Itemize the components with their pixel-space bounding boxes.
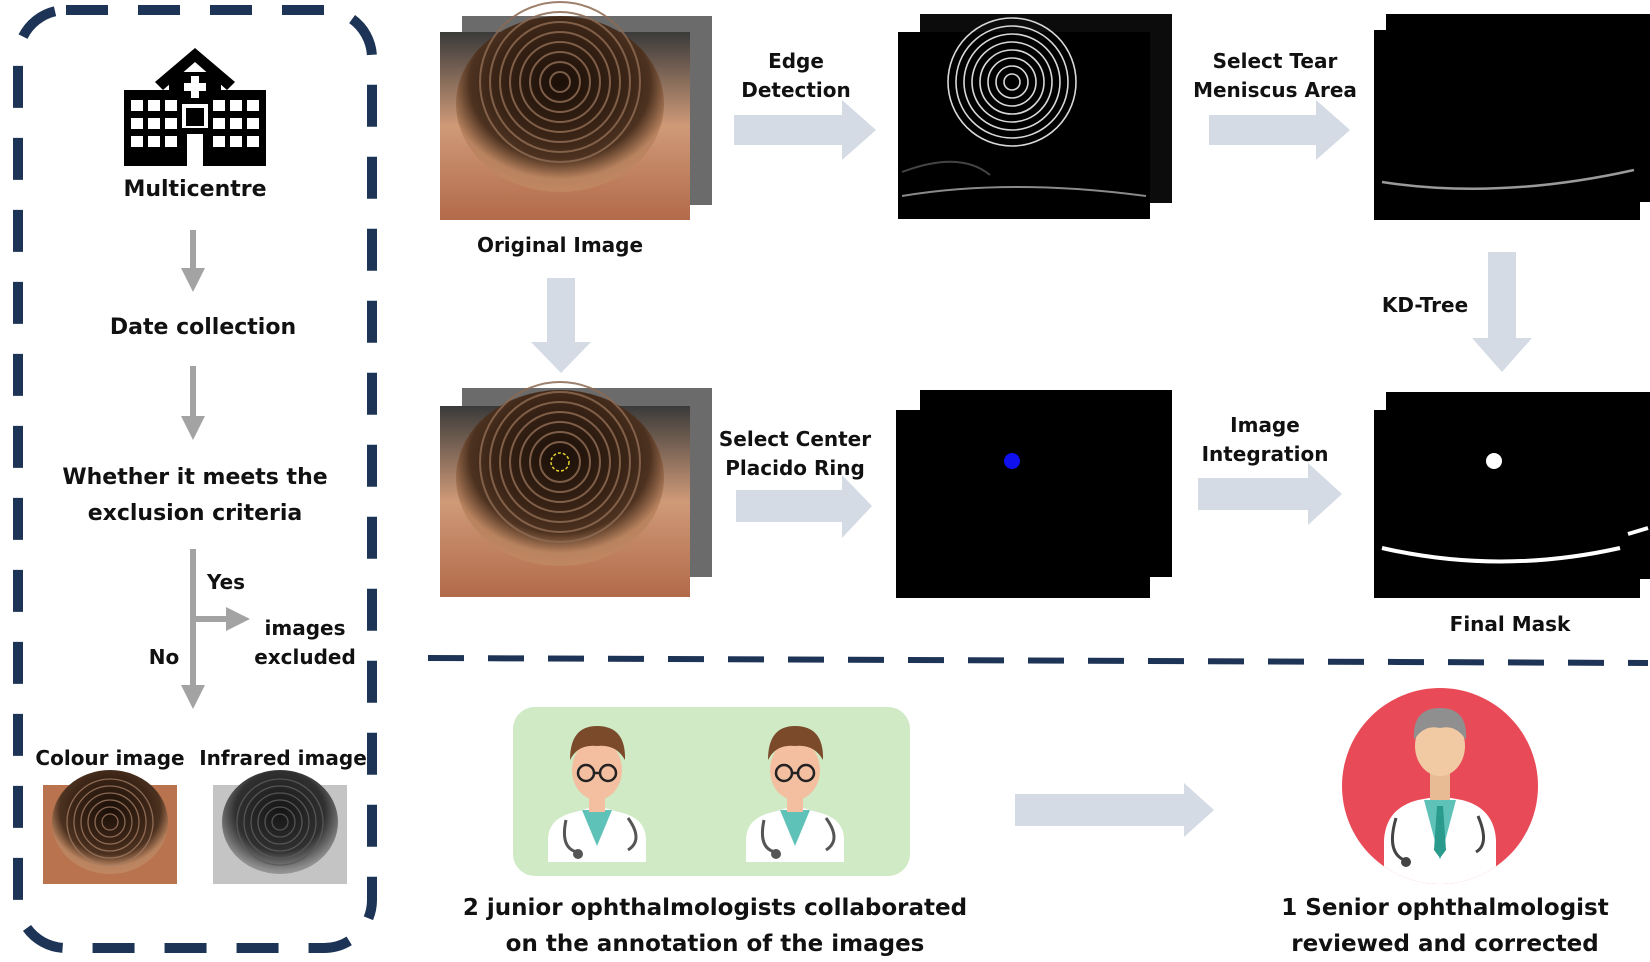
placido-center-marker [550,452,570,472]
branch-no-label: No [148,645,180,669]
date-collection-label: Date collection [109,315,297,340]
multicentre-label: Multicentre [123,177,267,202]
colour-image-label: Colour image [35,746,185,770]
left-panel-border [13,5,377,953]
edge-detection-label: Edge Detection [741,49,851,102]
image-integration-label: Image Integration [1201,413,1329,466]
section-separator [427,655,1649,666]
center-ring-stack [896,390,1172,598]
junior-annotators-label: 2 junior ophthalmologists collaborated o… [462,895,968,957]
original-image-copy-stack [440,381,712,597]
final-mask-label: Final Mask [1449,612,1571,636]
edge-detection-stack [898,14,1172,219]
tear-meniscus-stack [1374,14,1650,220]
hospital-icon [124,48,266,166]
junior-doctor-icon-1 [548,726,646,862]
left-flow-arrows [181,230,250,709]
final-mask-stack [1374,392,1650,598]
images-excluded-label: images excluded [254,616,356,669]
infrared-image-label: Infrared image [199,746,367,770]
kd-tree-label: KD-Tree [1381,293,1469,317]
center-dot [1004,453,1020,469]
junior-doctor-icon-2 [746,726,844,862]
select-tear-label: Select Tear Meniscus Area [1193,49,1357,102]
exclusion-criteria-label: Whether it meets the exclusion criteria [62,465,328,526]
senior-doctor-icon [1342,688,1538,884]
original-image-label: Original Image [476,233,644,257]
colour-image-thumbnail [43,770,177,884]
branch-yes-label: Yes [206,570,246,594]
pipeline-arrows [531,100,1532,837]
infrared-image-thumbnail [213,770,347,884]
select-center-label: Select Center Placido Ring [718,427,872,480]
senior-reviewer-label: 1 Senior ophthalmologist reviewed and co… [1281,895,1609,957]
original-image-stack [440,1,712,220]
